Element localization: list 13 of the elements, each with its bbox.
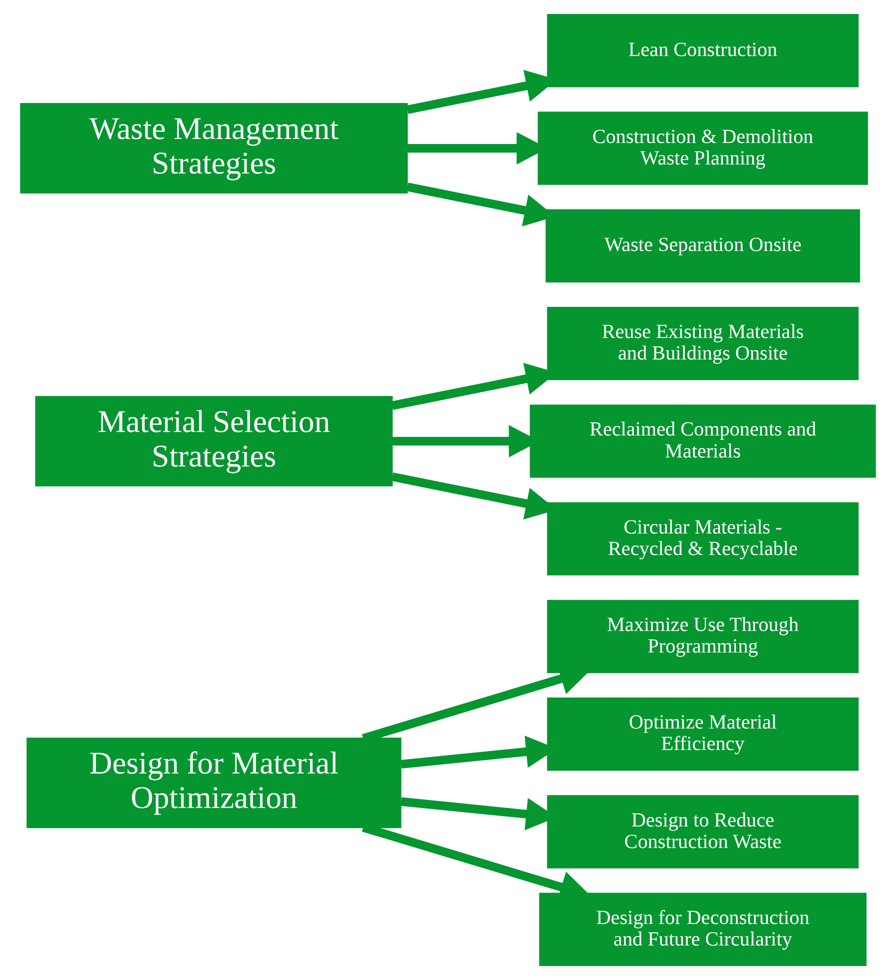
node-box: Design to Reduce Construction Waste bbox=[546, 794, 858, 868]
node-box: Design for Deconstruction and Future Circularity bbox=[538, 892, 866, 966]
node-box: Lean Construction bbox=[546, 14, 858, 87]
node-box: Design for Material Optimization bbox=[26, 737, 401, 828]
node-box: Optimize Material Efficiency bbox=[546, 696, 858, 770]
node-box: Maximize Use Through Programming bbox=[546, 599, 858, 673]
node-box: Construction & Demolition Waste Planning bbox=[537, 111, 868, 184]
node-box: Reuse Existing Materials and Buildings Onsite bbox=[546, 306, 858, 380]
node-box: Waste Separation Onsite bbox=[545, 208, 860, 282]
node-box: Circular Materials - Recycled & Recyclable bbox=[546, 502, 858, 575]
node-box: Waste Management Strategies bbox=[20, 102, 408, 193]
node-box: Reclaimed Components and Materials bbox=[529, 404, 876, 478]
node-box: Material Selection Strategies bbox=[34, 395, 392, 486]
